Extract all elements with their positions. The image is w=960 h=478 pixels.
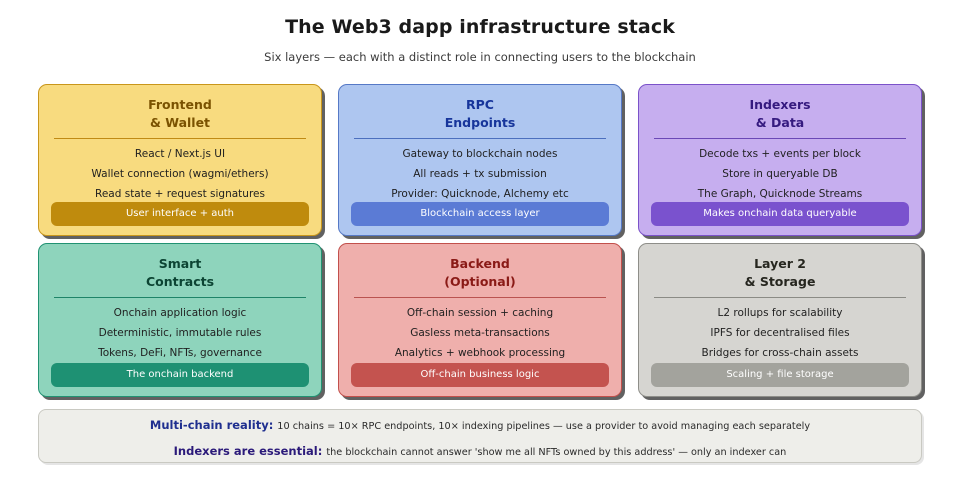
note-label: Indexers are essential: (173, 444, 323, 458)
layer-card: Layer 2 & Storage L2 rollups for scalabil… (638, 243, 922, 397)
layer-card-bullet: React / Next.js UI (134, 148, 226, 161)
layer-card-bullet: Gasless meta-transactions (410, 327, 550, 340)
layer-card-bullet: Provider: Quicknode, Alchemy etc (391, 188, 569, 201)
layer-card-title: RPC Endpoints (444, 97, 516, 131)
card-divider (54, 297, 306, 299)
layer-card-tag: The onchain backend (51, 363, 309, 387)
layer-card-bullet: Wallet connection (wagmi/ethers) (91, 168, 269, 181)
layer-card-bullet: Deterministic, immutable rules (98, 327, 262, 340)
layer-card-tag: Off-chain business logic (351, 363, 609, 387)
layer-card-title: Smart Contracts (145, 256, 215, 290)
card-divider (654, 138, 906, 140)
layer-card-bullet: Off-chain session + caching (406, 307, 554, 320)
note-row: Indexers are essential:the blockchain ca… (53, 441, 907, 459)
layer-card-bullets: React / Next.js UI Wallet connection (wag… (49, 139, 311, 202)
layer-card-bullet: Tokens, DeFi, NFTs, governance (98, 347, 262, 360)
layer-card-bullet: Gateway to blockchain nodes (402, 148, 558, 161)
note-text: the blockchain cannot answer 'show me al… (326, 447, 787, 458)
note-row: Multi-chain reality:10 chains = 10× RPC … (53, 415, 907, 433)
layer-card-title: Backend (Optional) (444, 256, 516, 290)
layer-card-bullet: Analytics + webhook processing (394, 347, 566, 360)
layer-card-bullet: All reads + tx submission (413, 168, 547, 181)
layer-card-bullet: Read state + request signatures (95, 188, 265, 201)
layer-card-tag: Makes onchain data queryable (651, 202, 909, 226)
layer-card-bullet: Store in queryable DB (722, 168, 838, 181)
layer-card-title: Indexers & Data (749, 97, 811, 131)
layer-card-tag: Blockchain access layer (351, 202, 609, 226)
layer-card-bullet: Decode txs + events per block (699, 148, 861, 161)
layer-card-tag: Scaling + file storage (651, 363, 909, 387)
layer-card: Backend (Optional) Off-chain session + ca… (338, 243, 622, 397)
layer-card-bullet: Onchain application logic (113, 307, 247, 320)
card-divider (54, 138, 306, 140)
page-subtitle: Six layers — each with a distinct role i… (264, 49, 696, 64)
header: The Web3 dapp infrastructure stack Six l… (0, 0, 960, 64)
layer-card-title: Layer 2 & Storage (744, 256, 816, 290)
layer-card-bullet: The Graph, Quicknode Streams (697, 188, 863, 201)
page-title: The Web3 dapp infrastructure stack (285, 16, 675, 38)
note-text: 10 chains = 10× RPC endpoints, 10× index… (277, 421, 811, 433)
layer-card-bullet: IPFS for decentralised files (710, 327, 850, 340)
card-divider (654, 297, 906, 299)
card-divider (354, 138, 606, 140)
layer-card-bullet: Bridges for cross-chain assets (701, 347, 859, 360)
layer-card-title: Frontend & Wallet (148, 97, 212, 131)
note-label: Multi-chain reality: (149, 418, 274, 433)
card-divider (354, 297, 606, 299)
notes-panel: Multi-chain reality:10 chains = 10× RPC … (38, 409, 922, 463)
layer-card-bullet: L2 rollups for scalability (717, 307, 843, 320)
layer-card-tag: User interface + auth (51, 202, 309, 226)
